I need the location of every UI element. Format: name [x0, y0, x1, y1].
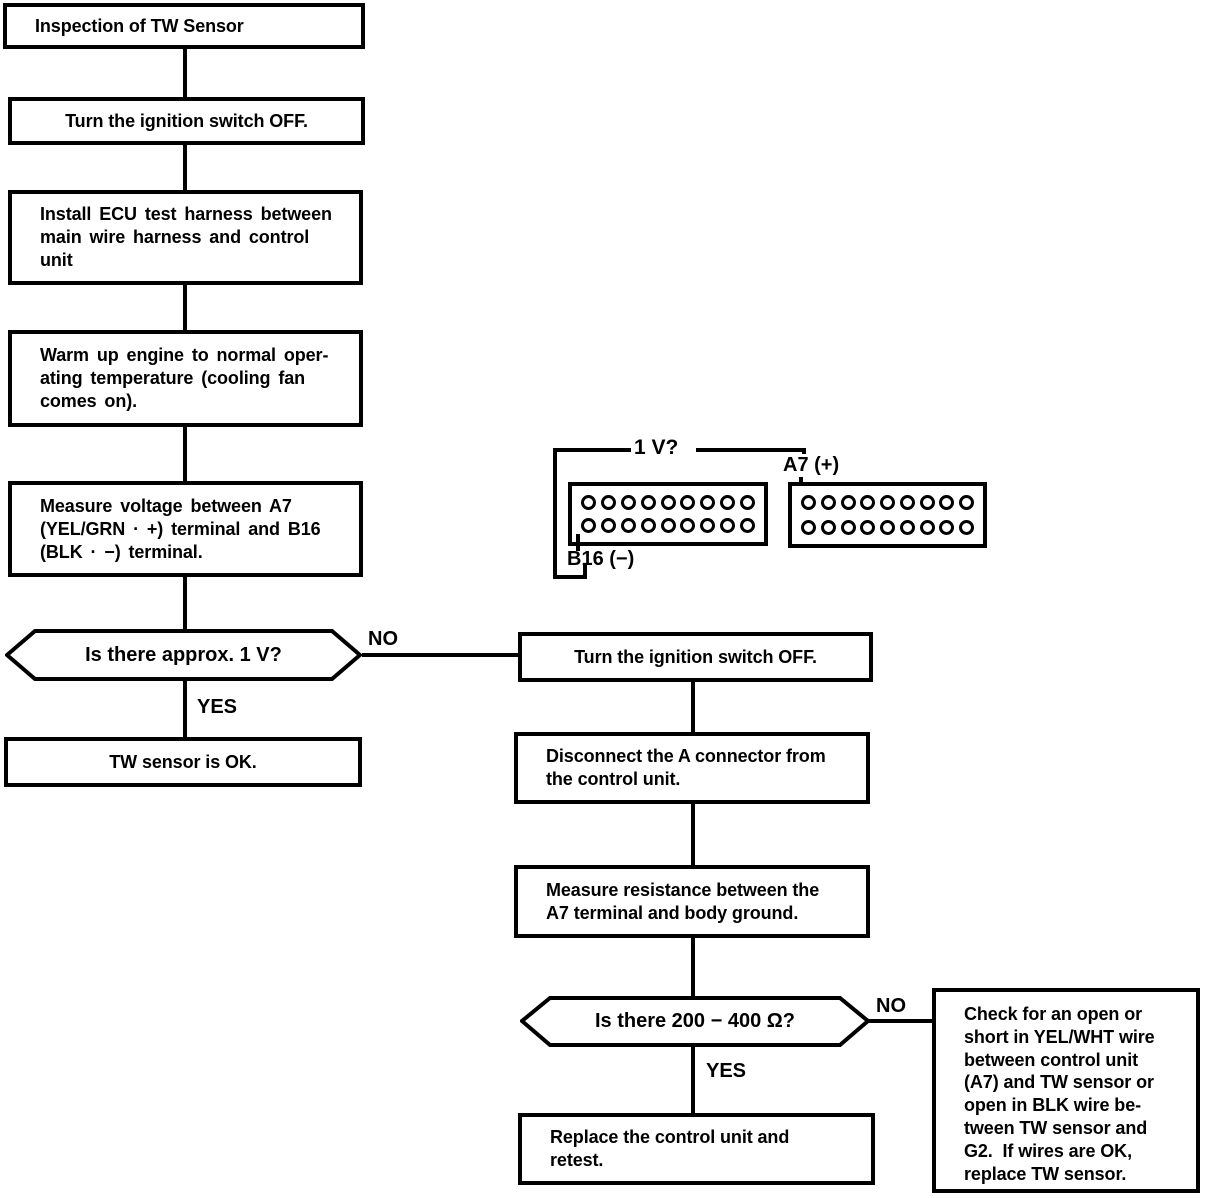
connector-pin [801, 519, 816, 535]
connector-pin [600, 494, 616, 510]
connector-pin [820, 519, 836, 535]
flow-line-harness-to-warmup [183, 285, 187, 330]
flow-line-no-2 [868, 1019, 932, 1023]
connector-pin [581, 518, 596, 534]
connector-pin [899, 495, 915, 511]
flow-line-ignition-to-harness [183, 145, 187, 190]
tw-ok-label: TW sensor is OK. [109, 751, 257, 772]
connector-pin [939, 519, 955, 535]
measure-resistance-label: Measure resistance between the A7 termin… [546, 879, 820, 923]
flow-line-disconnect-to-resistance [691, 804, 695, 865]
connector-pin [880, 495, 895, 511]
a7-pin-label: A7 (+) [783, 454, 840, 477]
branch-label-yes-1: YES [197, 696, 238, 718]
check-wires-label: Check for an open or short in YEL/WHT wi… [964, 1004, 1155, 1184]
b16-pin-pointer-line [576, 534, 580, 551]
measure-line-left-segment [553, 448, 631, 452]
connector-pin-row [801, 519, 974, 535]
branch-label-no-1: NO [368, 628, 398, 650]
connector-pin [801, 495, 816, 511]
replace-ecu-label: Replace the control unit and retest. [550, 1127, 790, 1170]
connector-pin [581, 494, 596, 510]
connector-pin [700, 494, 716, 510]
measure-bracket-up-tick [583, 565, 587, 579]
b-connector [568, 482, 768, 546]
connector-pin [680, 494, 696, 510]
process-box-title: Inspection of TW Sensor [3, 3, 365, 49]
connector-pin [660, 494, 676, 510]
branch-label-no-2: NO [876, 995, 906, 1017]
flow-line-yes-2 [691, 1047, 695, 1113]
ignition-off-right-label: Turn the ignition switch OFF. [574, 646, 817, 667]
ignition-off-left-label: Turn the ignition switch OFF. [65, 110, 308, 131]
connector-pin-row [581, 518, 755, 534]
decision-resistance: Is there 200 − 400 Ω? [520, 996, 870, 1047]
process-box-check-wires: Check for an open or short in YEL/WHT wi… [932, 988, 1200, 1193]
decision-voltage: Is there approx. 1 V? [5, 629, 362, 681]
connector-pin-row [581, 494, 755, 510]
process-box-tw-ok: TW sensor is OK. [4, 737, 362, 787]
connector-pin [860, 519, 876, 535]
decision-voltage-shape [5, 629, 362, 681]
measure-voltage-label: Measure voltage between A7 (YEL/GRN · +)… [40, 495, 321, 562]
connector-pin [720, 518, 736, 534]
warm-up-label: Warm up engine to normal oper- ating tem… [40, 345, 329, 411]
connector-pin [640, 494, 656, 510]
process-box-ignition-off-left: Turn the ignition switch OFF. [8, 97, 365, 145]
connector-pin [640, 518, 656, 534]
decision-resistance-shape [520, 996, 870, 1047]
connector-pin [700, 518, 716, 534]
connector-pin [939, 495, 955, 511]
title-label: Inspection of TW Sensor [35, 15, 244, 36]
connector-pin-row [801, 495, 974, 511]
process-box-ignition-off-right: Turn the ignition switch OFF. [518, 632, 873, 682]
flow-line-measure-to-decision [183, 577, 187, 629]
disconnect-label: Disconnect the A connector from the cont… [546, 746, 826, 789]
process-box-replace-ecu: Replace the control unit and retest. [518, 1113, 875, 1185]
connector-pin [820, 495, 836, 511]
measure-line-right-segment [696, 448, 806, 452]
process-box-disconnect: Disconnect the A connector from the cont… [514, 732, 870, 804]
connector-pin [620, 518, 636, 534]
flow-line-rignition-to-disconnect [691, 682, 695, 732]
connector-pin [720, 494, 736, 510]
process-box-measure-resistance: Measure resistance between the A7 termin… [514, 865, 870, 938]
process-box-warm-up: Warm up engine to normal oper- ating tem… [8, 330, 363, 427]
connector-pin [840, 519, 856, 535]
decision-voltage-label: Is there approx. 1 V? [85, 643, 282, 666]
decision-resistance-label: Is there 200 − 400 Ω? [594, 1010, 796, 1032]
voltage-measure-label: 1 V? [634, 436, 679, 460]
connector-pin [840, 495, 856, 511]
connector-pin [600, 518, 616, 534]
flow-line-yes-1 [183, 681, 187, 737]
connector-pin [899, 519, 915, 535]
connector-pin [660, 518, 676, 534]
branch-label-yes-2: YES [706, 1060, 747, 1082]
connector-pin [959, 519, 974, 535]
connector-pin [880, 519, 895, 535]
measure-line-right-tick [802, 448, 806, 457]
connector-pin [919, 495, 935, 511]
measure-bracket-vertical [553, 448, 557, 579]
flow-line-title-to-ignition [183, 49, 187, 97]
b16-pin-label: B16 (−) [567, 548, 635, 570]
connector-pin [740, 494, 755, 510]
connector-pin [740, 518, 755, 534]
process-box-measure-voltage: Measure voltage between A7 (YEL/GRN · +)… [8, 481, 363, 577]
install-harness-label: Install ECU test harness between main wi… [40, 204, 332, 270]
connector-pin [959, 495, 974, 511]
flow-line-no-1 [362, 653, 518, 657]
connector-pin [919, 519, 935, 535]
a-connector [788, 482, 987, 548]
measure-bracket-bottom [553, 575, 587, 579]
flow-line-warmup-to-measure [183, 427, 187, 481]
connector-pin [860, 495, 876, 511]
process-box-install-harness: Install ECU test harness between main wi… [8, 190, 363, 285]
flow-line-resistance-to-decision [691, 938, 695, 996]
connector-pin [680, 518, 696, 534]
connector-pin [620, 494, 636, 510]
